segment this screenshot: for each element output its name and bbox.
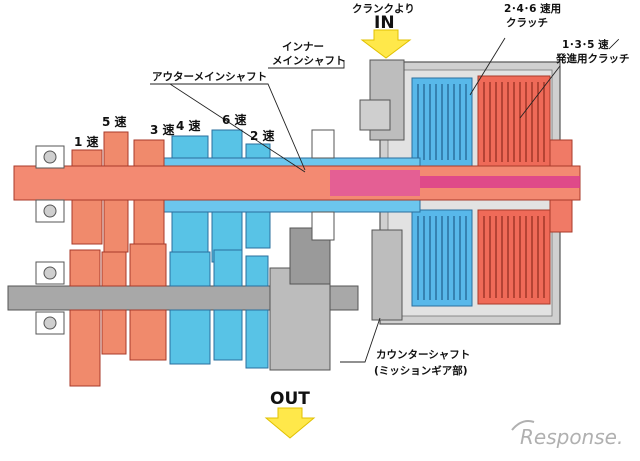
- clutch-246-label-line2: クラッチ: [506, 17, 548, 29]
- odd-gears: [69, 131, 167, 387]
- crank-input-label: クランクより: [352, 3, 415, 15]
- bearings: [35, 129, 335, 335]
- response-logo: Response.: [511, 420, 623, 449]
- gear-4-label: 4 速: [176, 118, 201, 133]
- counter-shaft-label-line1: カウンターシャフト: [376, 349, 470, 361]
- outer-shaft-label: アウターメインシャフト: [152, 71, 267, 83]
- gear-2-label: 2 速: [250, 128, 275, 143]
- even-gears: [169, 129, 271, 369]
- input-gear: [359, 59, 405, 321]
- leader-lines: [150, 37, 561, 363]
- gear-6-label: 6 速: [222, 112, 247, 127]
- out-label: OUT: [270, 389, 310, 409]
- response-watermark: Response.: [520, 425, 623, 449]
- inner-shaft-label-line1: インナー: [282, 41, 324, 53]
- clutch-pack-246: [411, 77, 473, 307]
- clutch-135-label-line1: 1･3･5 速／: [562, 38, 620, 51]
- clutch-246-label-line1: 2･4･6 速用: [504, 2, 561, 15]
- output-arrow-icon: [264, 407, 316, 439]
- gear-3-label: 3 速: [150, 122, 175, 137]
- counter-shaft-label-line2: (ミッションギア部): [374, 364, 468, 377]
- gear-5-label: 5 速: [102, 114, 127, 129]
- in-label: IN: [374, 13, 395, 33]
- input-arrow-icon: [360, 29, 412, 59]
- clutch-135-label-line2: 発進用クラッチ: [555, 52, 630, 65]
- gear-1-label: 1 速: [74, 134, 99, 149]
- inner-shaft-label-line2: メインシャフト: [272, 55, 346, 67]
- inner-main-shaft: [13, 165, 581, 201]
